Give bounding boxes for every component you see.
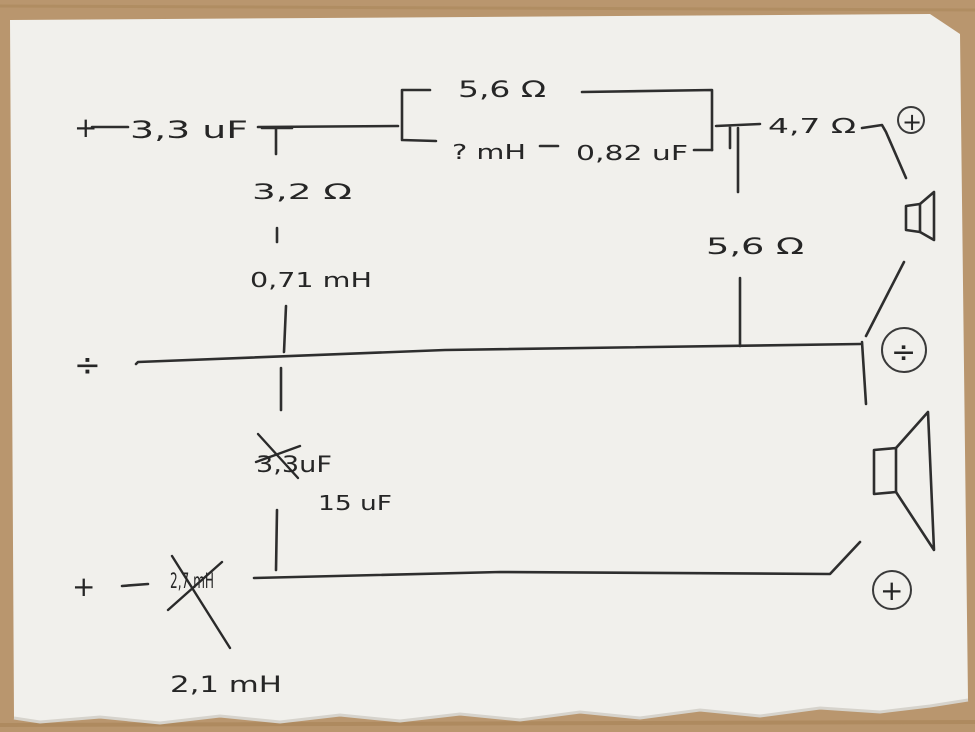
label-cap-15uf: 15 uF (318, 491, 392, 515)
wire-junction-t (260, 126, 294, 156)
wire-left-vert-2 (282, 304, 288, 354)
tweeter-minus-circle (881, 327, 927, 373)
paper-sheet (10, 14, 968, 723)
label-inductor-2-7mh-struck: 2,7 mH (170, 569, 214, 593)
label-inductor-2-1mh: 2,1 mH (170, 673, 282, 698)
label-cap-0-82uf: 0,82 uF (576, 141, 688, 165)
label-tweeter-plus: + (902, 108, 922, 136)
label-cap-3-3uf: 3,3 uF (130, 116, 248, 144)
wire-cap-15-drop (274, 508, 279, 572)
label-res-4-7: 4,7 Ω (768, 114, 856, 138)
label-cap-3-3uf-struck: 3,3uF (256, 453, 332, 478)
wire-bottom-line (252, 540, 862, 580)
wire-right-junction (714, 122, 762, 194)
wire-tweeter-minus-link (864, 260, 906, 338)
label-res-5-6-right: 5,6 Ω (706, 235, 804, 260)
wire-parallel-left (400, 88, 438, 143)
wire-bottom-input (120, 582, 150, 588)
woofer-plus-circle (872, 570, 912, 610)
woofer-speaker-icon (872, 410, 936, 552)
label-inductor-0-71mh: 0,71 mH (250, 268, 372, 292)
label-res-5-6-top: 5,6 Ω (458, 78, 546, 103)
tweeter-speaker-icon (904, 190, 936, 242)
label-res-3-2: 3,2 Ω (252, 180, 352, 204)
strike-cap-33 (254, 432, 302, 480)
label-input-plus-top: + (74, 111, 97, 144)
wire-tweeter-minus-drop (860, 340, 868, 406)
tweeter-plus-circle (897, 106, 925, 134)
label-inductor-unknown: ? mH (452, 140, 526, 164)
label-input-plus-bottom: + (72, 570, 95, 603)
strike-inductor-27 (166, 554, 232, 650)
label-woofer-plus: + (880, 574, 903, 607)
label-input-minus: ÷ (74, 346, 101, 384)
wire-parallel-top-right (580, 88, 714, 152)
label-tweeter-minus: ÷ (891, 335, 916, 370)
paper-shadow (13, 698, 969, 725)
wire-minus-line (134, 342, 862, 366)
wire-to-tweeter-plus (860, 123, 908, 180)
